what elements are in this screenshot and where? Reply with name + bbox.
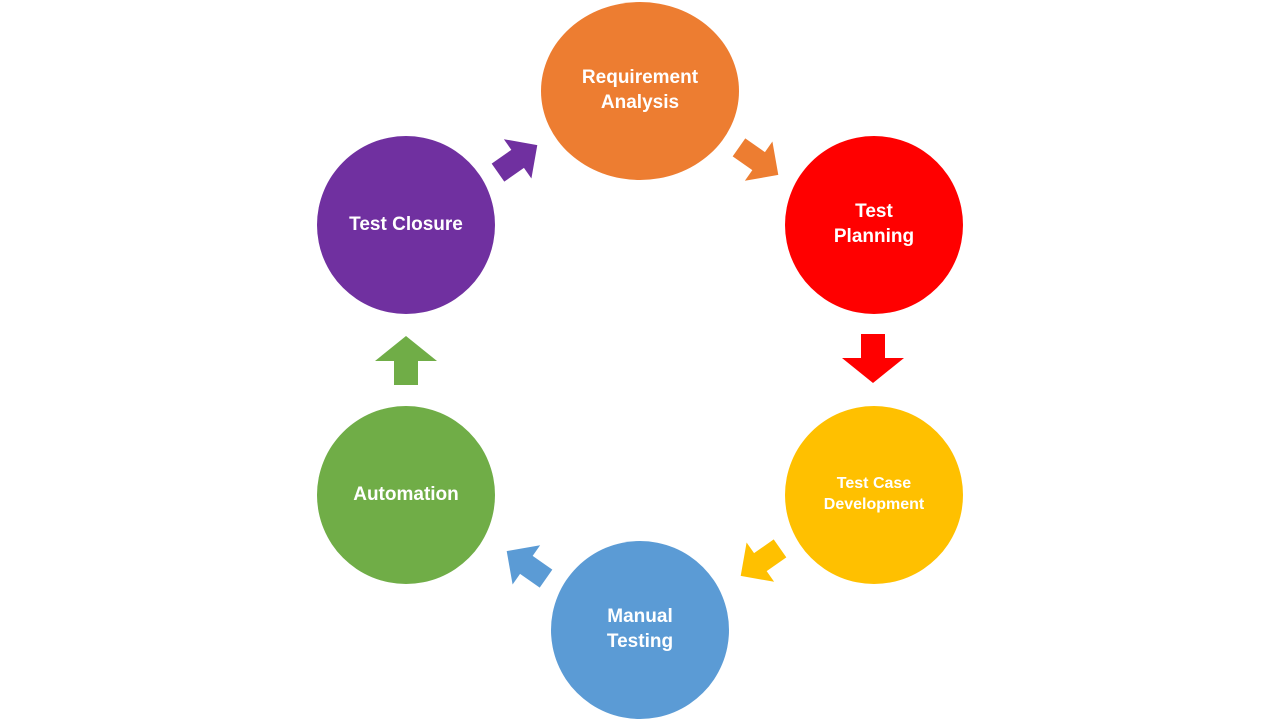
node-automation: Automation: [317, 406, 495, 584]
arrow-planning-to-case-development: [842, 334, 904, 383]
arrow-closure-to-requirement: [491, 139, 538, 182]
node-label: Automation: [353, 483, 459, 505]
arrow-manual-to-automation: [506, 545, 553, 588]
node-test-case-development: Test Case Development: [785, 406, 963, 584]
arrow-requirement-to-planning: [732, 138, 779, 181]
arrow-automation-to-closure: [375, 336, 437, 385]
node-test-planning: Test Planning: [785, 136, 963, 314]
node-label: Manual Testing: [606, 606, 674, 652]
node-test-closure: Test Closure: [317, 136, 495, 314]
node-label: Test Planning: [833, 201, 915, 247]
node-label: Test Case Development: [823, 475, 925, 513]
node-requirement-analysis: Requirement Analysis: [541, 2, 739, 180]
arrow-case-development-to-manual: [740, 539, 787, 582]
node-label: Requirement Analysis: [581, 67, 699, 113]
node-manual-testing: Manual Testing: [551, 541, 729, 719]
node-label: Test Closure: [349, 213, 463, 235]
